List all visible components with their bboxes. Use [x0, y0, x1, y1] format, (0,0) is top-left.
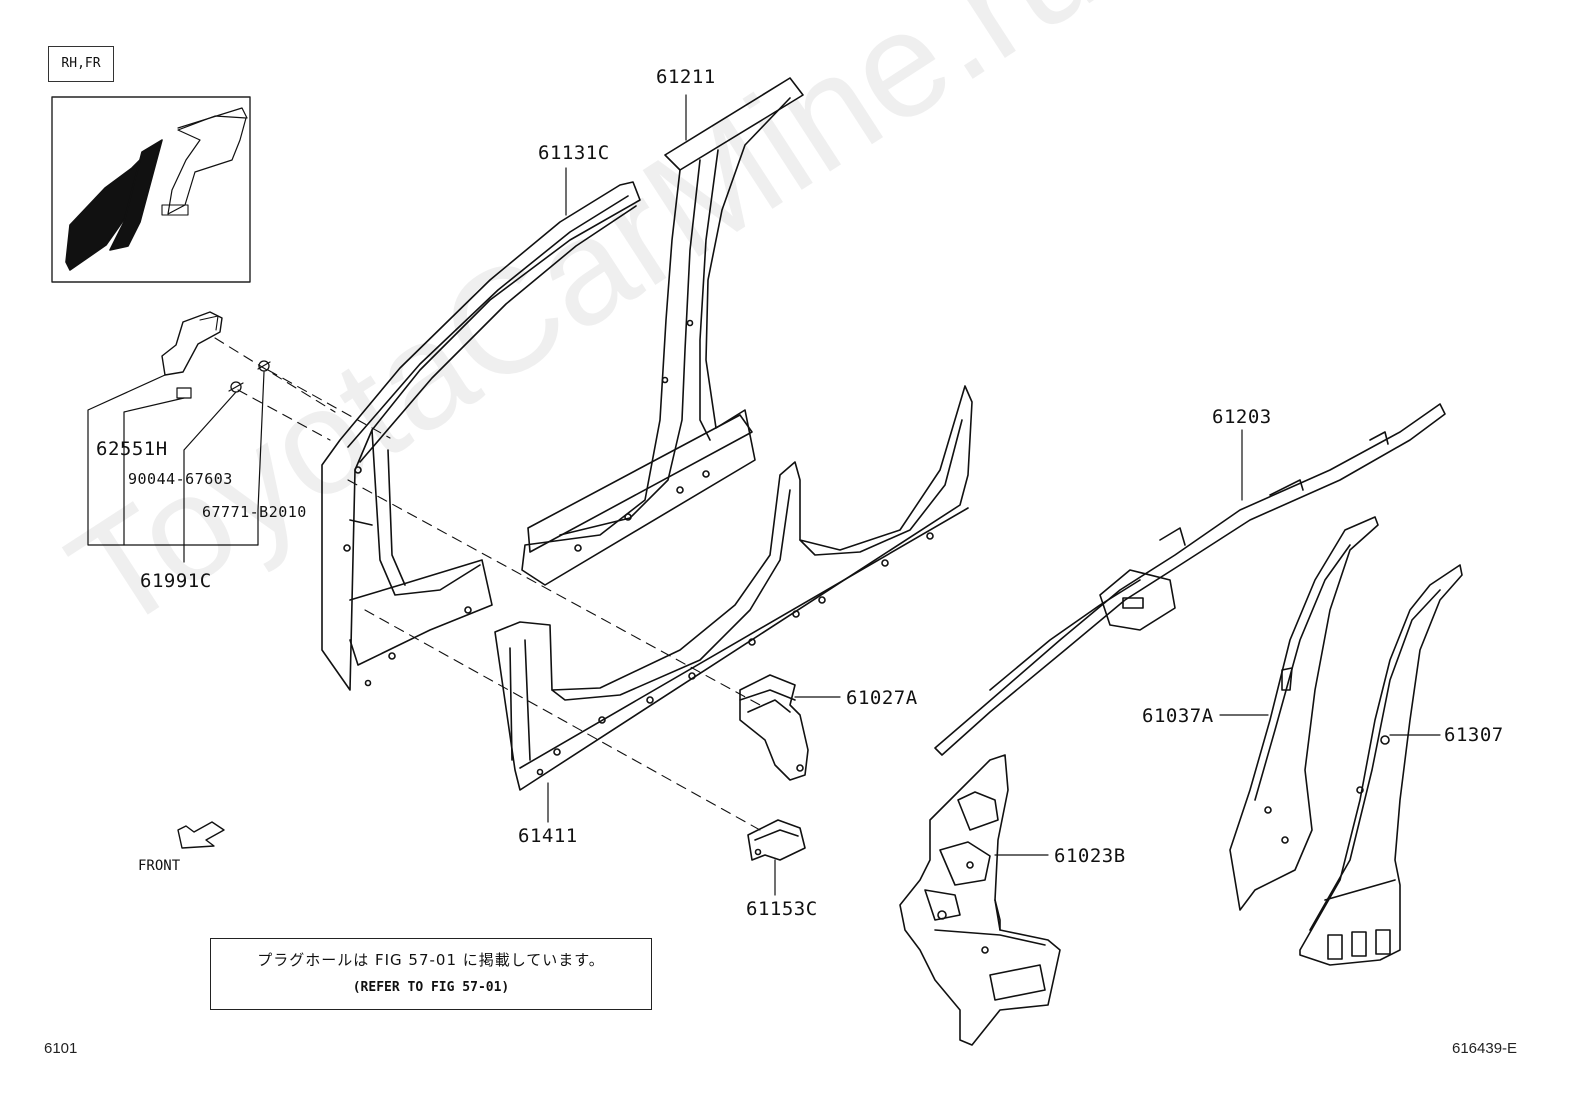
part-61307	[1299, 564, 1463, 966]
label-61131c[interactable]: 61131C	[538, 142, 610, 164]
label-90044-67603[interactable]: 90044-67603	[128, 470, 233, 488]
position-badge: RH,FR	[48, 46, 114, 82]
part-61153c	[747, 819, 806, 861]
label-61307[interactable]: 61307	[1444, 724, 1504, 746]
part-61037a	[1229, 516, 1379, 911]
label-61037a[interactable]: 61037A	[1142, 705, 1214, 727]
inset-thumbnail	[51, 96, 251, 283]
label-61991c[interactable]: 61991C	[140, 570, 212, 592]
part-61203	[934, 403, 1446, 756]
label-61023b[interactable]: 61023B	[1054, 845, 1126, 867]
part-61027a	[739, 674, 809, 781]
label-61411[interactable]: 61411	[518, 825, 578, 847]
label-61153c[interactable]: 61153C	[746, 898, 818, 920]
assembly-dashed-lines	[214, 337, 761, 831]
page-code: 6101	[44, 1040, 78, 1057]
label-61203[interactable]: 61203	[1212, 406, 1272, 428]
figure-code: 616439-E	[1452, 1040, 1518, 1057]
label-61211[interactable]: 61211	[656, 66, 716, 88]
front-label: FRONT	[138, 858, 181, 874]
label-62551h[interactable]: 62551H	[96, 438, 168, 460]
part-61411	[494, 385, 973, 791]
note-english: (REFER TO FIG 57-01)	[352, 980, 510, 995]
front-arrow-icon	[177, 821, 225, 849]
part-61023b	[899, 754, 1061, 1046]
label-67771-b2010[interactable]: 67771-B2010	[202, 503, 307, 521]
part-61131c	[321, 181, 641, 691]
reference-note: プラグホールは FIG 57-01 に掲載しています。 (REFER TO FI…	[210, 938, 652, 1010]
leader-lines	[87, 94, 1441, 896]
part-61991c-group	[161, 311, 271, 399]
part-61211	[521, 77, 804, 586]
label-61027a[interactable]: 61027A	[846, 687, 918, 709]
note-japanese: プラグホールは FIG 57-01 に掲載しています。	[257, 951, 605, 969]
